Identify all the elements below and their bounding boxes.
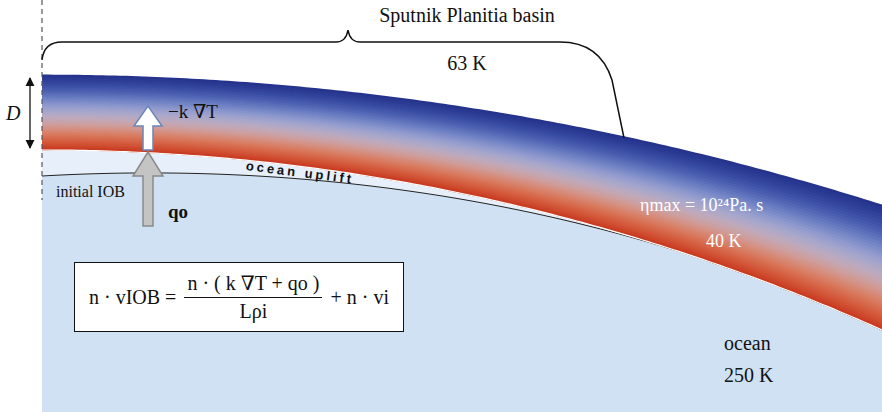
shell-layer: [42, 148, 882, 333]
thickness-symbol: D: [6, 102, 20, 124]
shell-layer: [42, 142, 882, 324]
shell-layer: [42, 136, 882, 314]
symmetry-axis: [41, 0, 42, 200]
basin-brace: [42, 30, 624, 138]
equation-term: n · vIOB =: [89, 286, 176, 309]
conduction-arrow: [134, 106, 162, 150]
ocean-heat-arrow: [133, 152, 163, 226]
equation-box: n · vIOB = n · ( k ∇T + qo )Lρi + n · vi: [74, 262, 404, 332]
shell-layer: [42, 138, 882, 317]
conductive-flux-label: −k ∇T: [168, 102, 218, 123]
ocean-flux-label: qo: [168, 202, 188, 223]
boundary-label: initial IOB: [56, 183, 125, 201]
basin-title: Sputnik Planitia basin: [379, 4, 555, 26]
surface-temperature: 40 K: [706, 232, 742, 252]
thickness-arrow: [29, 78, 30, 148]
basin-temperature: 63 K: [447, 52, 486, 74]
shell-layer: [42, 140, 882, 320]
ocean-temperature: 250 K: [724, 364, 773, 386]
viscosity-label: ηmax = 10²⁴Pa. s: [640, 196, 763, 216]
equation-term: Lρi: [240, 298, 268, 323]
fraction: n · ( k ∇T + qo )Lρi: [184, 271, 322, 323]
ice-shell: [42, 75, 882, 412]
equation-term: + n · vi: [330, 286, 389, 309]
equation-term: n · ( k ∇T + qo ): [184, 271, 322, 298]
ocean-fill: [42, 173, 882, 412]
iob-line: [42, 150, 882, 333]
ocean-label: ocean: [724, 332, 771, 354]
shell-layer: [42, 144, 882, 327]
shell-layer: [42, 146, 882, 330]
